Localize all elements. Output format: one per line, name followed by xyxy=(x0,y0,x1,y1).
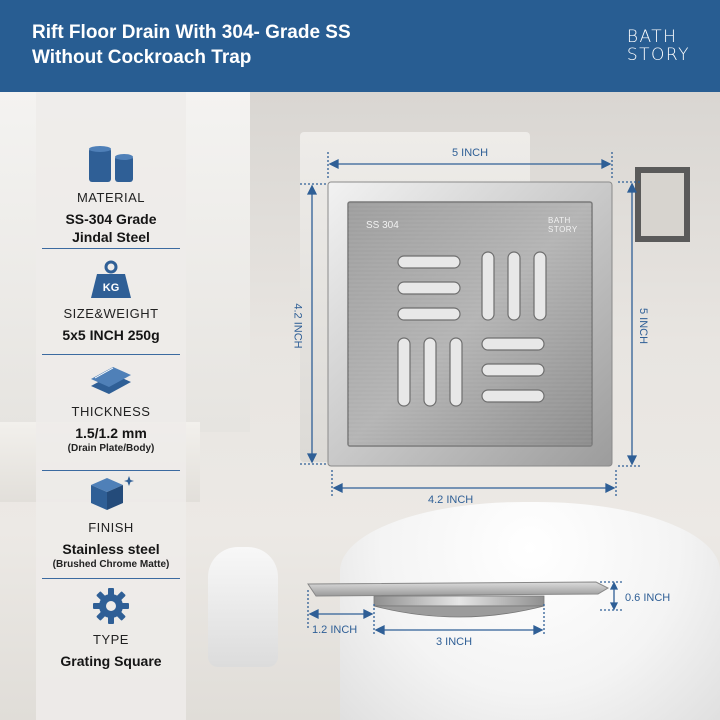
title-line-1: Rift Floor Drain With 304- Grade SS xyxy=(32,22,351,43)
dim-side-flange: 1.2 INCH xyxy=(312,624,358,636)
spec-label: SIZE&WEIGHT xyxy=(63,306,159,321)
title-line-2: Without Cockroach Trap xyxy=(32,47,252,68)
spec-label: THICKNESS xyxy=(71,404,151,419)
spec-value: 1.5/1.2 mm xyxy=(75,425,147,441)
spec-value: SS-304 Grade Jindal Steel xyxy=(36,210,186,246)
spec-size-weight: KG SIZE&WEIGHT 5x5 INCH 250g xyxy=(36,260,186,344)
product-top-view xyxy=(300,152,640,498)
dim-side-body: 3 INCH xyxy=(436,636,473,648)
spec-value: Grating Square xyxy=(60,653,162,669)
spec-value-line-2: Jindal Steel xyxy=(72,229,150,245)
layers-icon xyxy=(91,367,131,394)
brand-line-1: BATH xyxy=(626,27,678,47)
dimension-lines xyxy=(300,152,640,498)
spec-label: FINISH xyxy=(88,520,134,535)
wall-frame xyxy=(635,167,690,242)
plate-brand-line-2: STORY xyxy=(548,225,578,234)
weight-kg-icon: KG xyxy=(91,260,131,298)
spec-label: MATERIAL xyxy=(76,190,146,205)
spec-thickness: THICKNESS 1.5/1.2 mm (Drain Plate/Body) xyxy=(36,364,186,454)
dim-top-width: 5 INCH xyxy=(452,147,489,159)
spec-sub: (Drain Plate/Body) xyxy=(67,443,155,454)
specs-panel: MATERIAL SS-304 Grade Jindal Steel KG SI… xyxy=(36,92,186,720)
brand-logo: BATH STORY xyxy=(627,28,690,64)
spec-label: TYPE xyxy=(93,632,129,647)
product-side-view xyxy=(307,581,622,636)
spec-value-line-1: SS-304 Grade xyxy=(65,211,157,227)
side-plate xyxy=(307,581,610,597)
plate-brand-line-1: BATH xyxy=(548,216,571,225)
divider xyxy=(42,248,180,249)
toilet-blur xyxy=(208,547,278,667)
plate-brand: BATH STORY xyxy=(548,216,578,234)
dim-left-height: 4.2 INCH xyxy=(291,303,304,349)
dim-right-height: 5 INCH xyxy=(637,307,650,345)
spec-value: Stainless steel xyxy=(62,541,160,557)
brand-line-2: STORY xyxy=(626,45,690,65)
divider xyxy=(42,470,180,471)
spec-finish: FINISH Stainless steel (Brushed Chrome M… xyxy=(36,474,186,570)
page-title: Rift Floor Drain With 304- Grade SS With… xyxy=(32,20,452,70)
side-dimension-lines xyxy=(307,581,622,636)
side-body xyxy=(373,595,545,607)
header-banner: Rift Floor Drain With 304- Grade SS With… xyxy=(0,0,720,92)
divider xyxy=(42,354,180,355)
grating-slots xyxy=(397,251,547,407)
plate-grade-text: SS 304 xyxy=(366,220,399,231)
gear-icon xyxy=(93,588,129,624)
spec-value: 5x5 INCH 250g xyxy=(62,327,160,343)
svg-text:KG: KG xyxy=(103,282,120,294)
dim-side-depth: 0.6 INCH xyxy=(625,592,671,604)
spec-type: TYPE Grating Square xyxy=(36,586,186,670)
spec-material: MATERIAL SS-304 Grade Jindal Steel xyxy=(36,144,186,246)
cube-icon xyxy=(91,476,134,510)
spec-sub: (Brushed Chrome Matte) xyxy=(52,559,170,570)
divider xyxy=(42,578,180,579)
steel-pipes-icon xyxy=(89,146,133,182)
dim-bottom-width: 4.2 INCH xyxy=(428,494,474,506)
